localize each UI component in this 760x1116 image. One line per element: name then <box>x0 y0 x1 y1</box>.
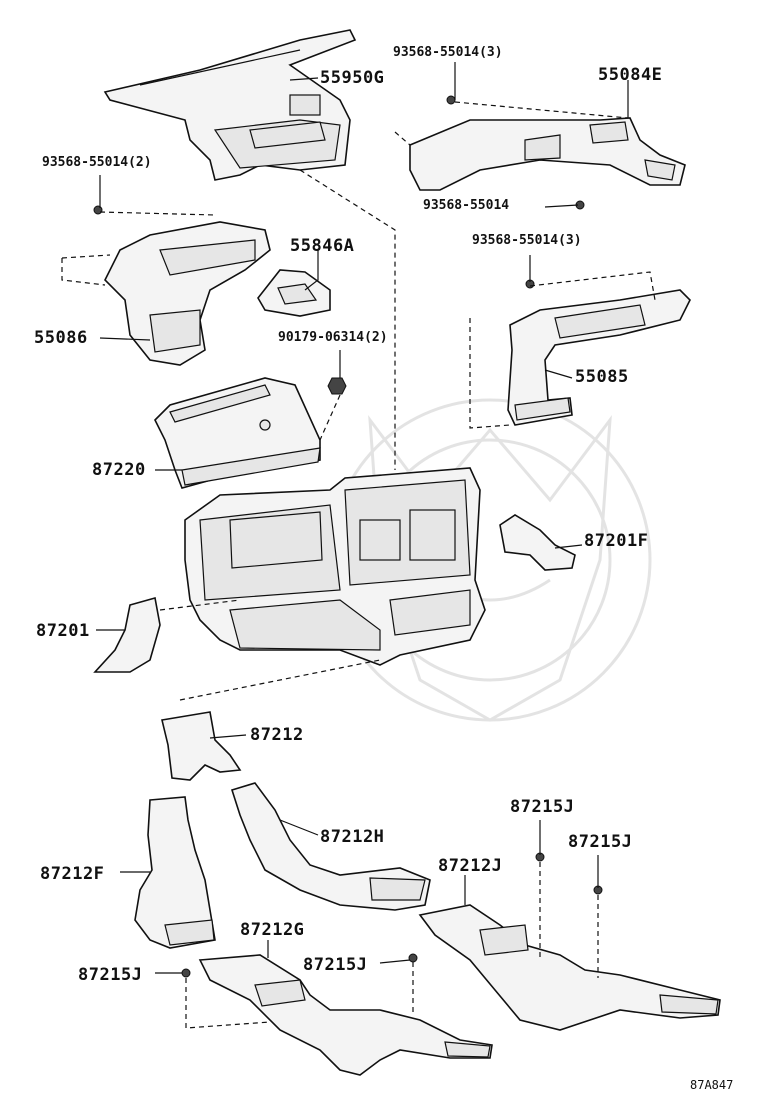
part-87212G-shape[interactable] <box>198 954 493 1076</box>
label-87201[interactable]: 87201 <box>36 621 90 641</box>
part-87212F-shape[interactable] <box>134 796 216 949</box>
hvac-unit-shape[interactable] <box>184 467 486 666</box>
part-55084E-shape[interactable] <box>409 117 686 191</box>
assembly-dash-lines <box>61 101 656 1029</box>
part-55950G-shape[interactable] <box>103 29 357 181</box>
label-93568-55014-3-top[interactable]: 93568-55014(3) <box>393 45 503 60</box>
label-55085[interactable]: 55085 <box>575 367 629 387</box>
label-55950G[interactable]: 55950G <box>320 68 385 88</box>
part-87201F-shape[interactable] <box>499 514 576 571</box>
label-90179-06314-2[interactable]: 90179-06314(2) <box>278 330 388 345</box>
part-87212J-shape[interactable] <box>418 904 721 1031</box>
label-87220[interactable]: 87220 <box>92 460 146 480</box>
label-87201F[interactable]: 87201F <box>584 531 649 551</box>
part-87212H-shape[interactable] <box>230 782 431 911</box>
label-87212H[interactable]: 87212H <box>320 827 385 847</box>
part-87220-shape[interactable] <box>154 377 321 489</box>
label-87215J-a[interactable]: 87215J <box>510 797 575 817</box>
label-87212[interactable]: 87212 <box>250 725 304 745</box>
label-93568-55014-2[interactable]: 93568-55014(2) <box>42 155 152 170</box>
part-55085-shape[interactable] <box>507 289 691 426</box>
label-87215J-d[interactable]: 87215J <box>303 955 368 975</box>
label-55086[interactable]: 55086 <box>34 328 88 348</box>
label-55846A[interactable]: 55846A <box>290 236 355 256</box>
part-55086-shape[interactable] <box>104 221 271 366</box>
leader-lines <box>96 62 629 974</box>
part-55846A-shape[interactable] <box>257 269 331 317</box>
part-87212-shape[interactable] <box>161 711 242 781</box>
label-87215J-c[interactable]: 87215J <box>78 965 143 985</box>
part-87201-shape[interactable] <box>93 596 161 673</box>
label-55084E[interactable]: 55084E <box>598 65 663 85</box>
label-87215J-b[interactable]: 87215J <box>568 832 633 852</box>
label-87212J[interactable]: 87212J <box>438 856 503 876</box>
image-code: 87A847 <box>690 1078 734 1092</box>
label-87212F[interactable]: 87212F <box>40 864 105 884</box>
label-93568-55014-3-mid[interactable]: 93568-55014(3) <box>472 233 582 248</box>
label-93568-55014[interactable]: 93568-55014 <box>423 198 510 213</box>
label-87212G[interactable]: 87212G <box>240 920 305 940</box>
